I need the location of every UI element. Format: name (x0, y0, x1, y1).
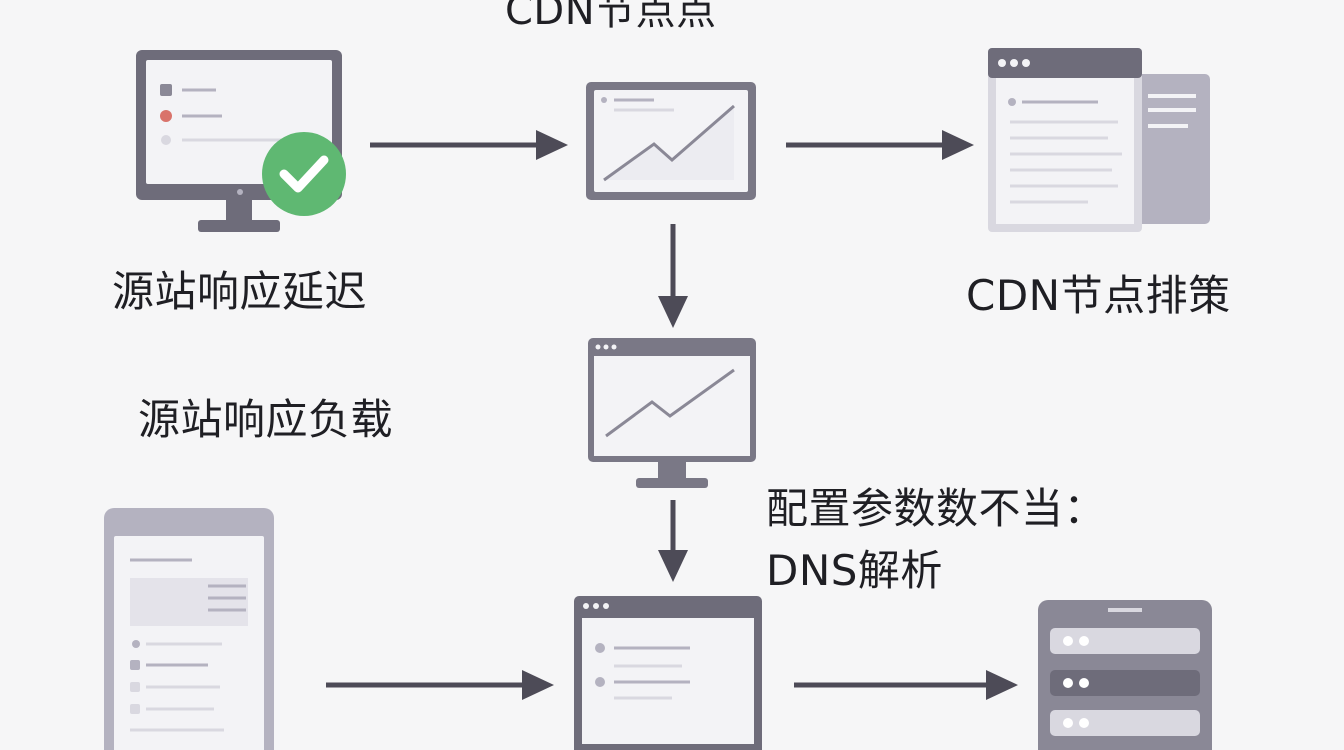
arrow-right (794, 670, 1018, 700)
config-issue-line-1: 配置参数数不当： (766, 484, 1107, 533)
arrow-right (326, 670, 554, 700)
arrow-right (370, 130, 568, 160)
config-issue-label: 配置参数数不当： DNS解析 (766, 478, 1106, 602)
document-window-icon (988, 48, 1210, 232)
arrow-right (786, 130, 974, 160)
arrow-down (658, 224, 688, 328)
list-monitor-icon (574, 596, 762, 750)
arrow-down (658, 500, 688, 582)
top-title: CDN节点点 (505, 0, 717, 34)
cdn-troubleshoot-label: CDN节点排策 (966, 271, 1231, 320)
line-chart-window-icon (586, 82, 756, 200)
tablet-document-icon (104, 508, 274, 750)
server-rack-icon (1038, 600, 1212, 750)
config-issue-line-2: DNS解析 (766, 546, 943, 595)
monitor-with-check-icon (136, 50, 346, 232)
origin-load-label: 源站响应负载 (138, 395, 394, 444)
line-chart-monitor-icon (588, 338, 756, 488)
origin-delay-label: 源站响应延迟 (112, 267, 368, 316)
